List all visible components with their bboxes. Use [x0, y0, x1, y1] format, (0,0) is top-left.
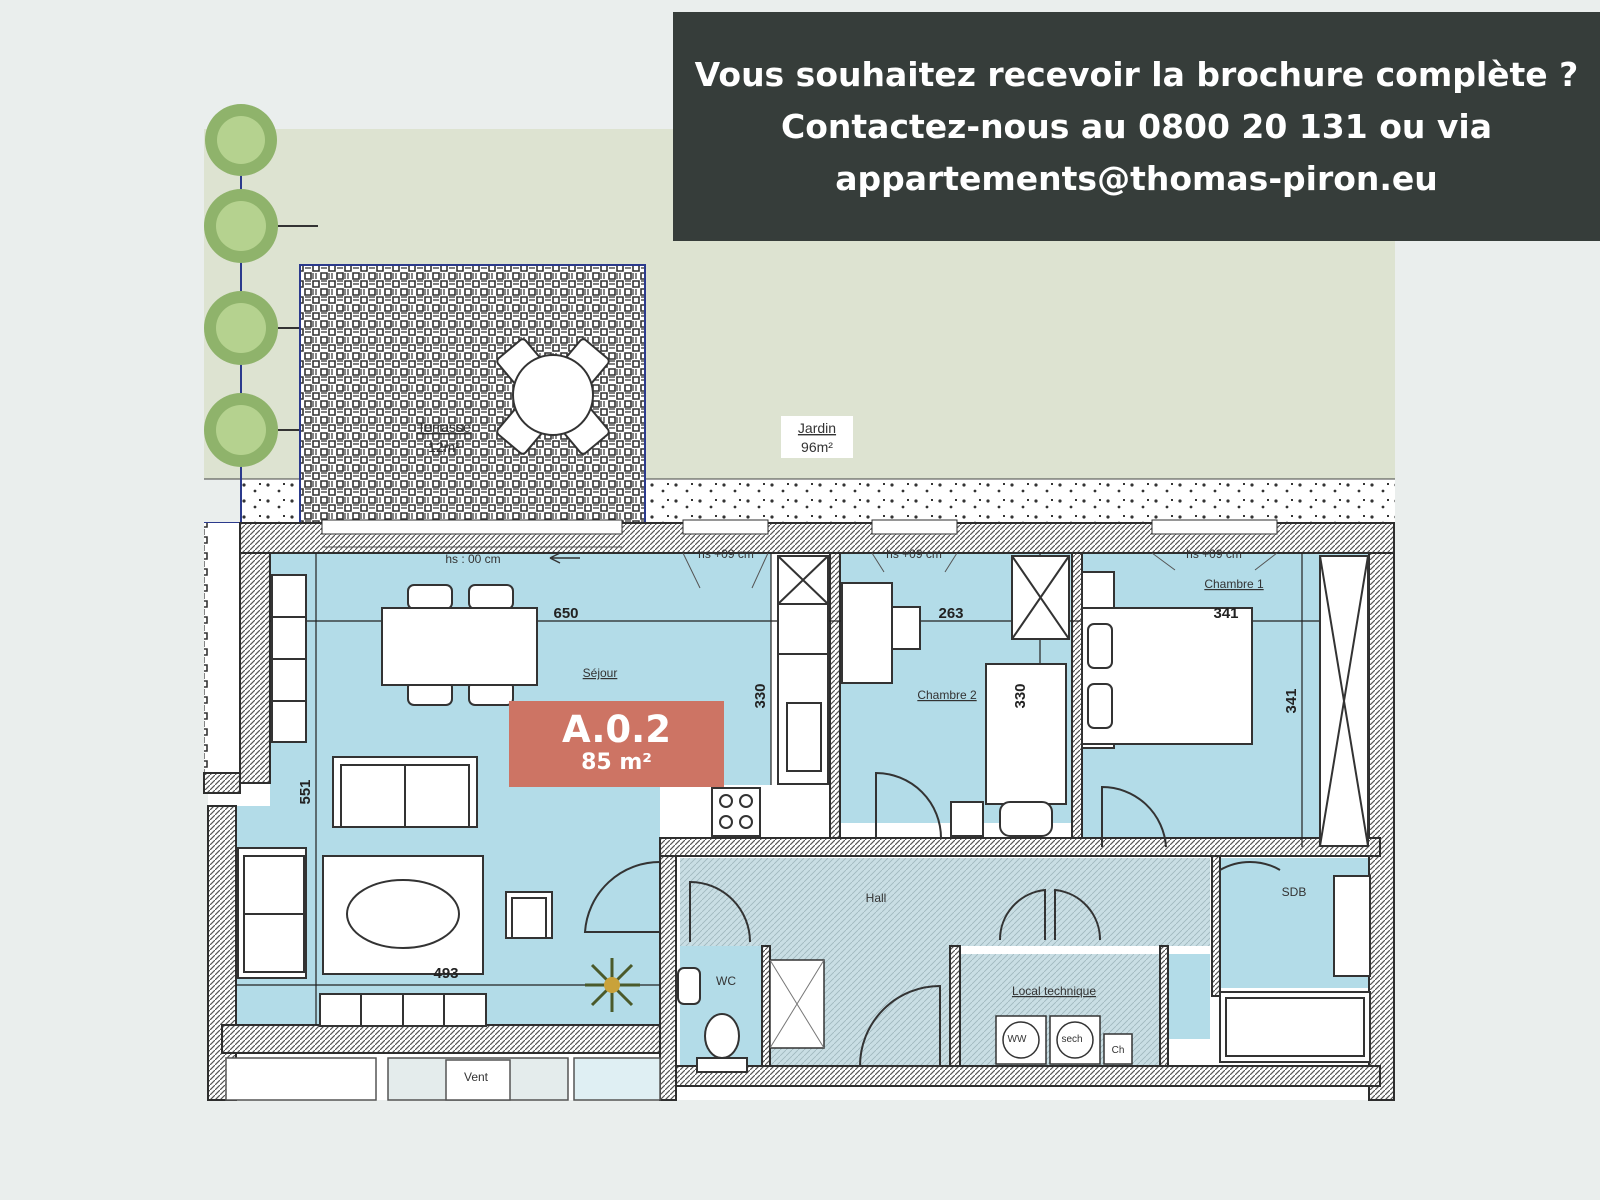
terrace-table	[496, 338, 610, 455]
jardin-label: Jardin	[798, 420, 836, 436]
unit-area: 85 m²	[581, 750, 652, 775]
bathroom-fixtures	[1219, 875, 1371, 1063]
bathroom-door	[1219, 860, 1281, 930]
bedroom-2-door	[875, 771, 942, 839]
wc-door	[689, 880, 751, 943]
kitchen-units	[711, 555, 829, 837]
sech-label: sech	[1061, 1034, 1082, 1045]
hedge-trees	[204, 104, 318, 467]
dim-330-a: 330	[752, 683, 769, 708]
local-technique-label: Local technique	[1012, 984, 1096, 998]
dim-341-top: 341	[1213, 605, 1238, 622]
banner-line-1: Vous souhaitez recevoir la brochure comp…	[694, 54, 1579, 94]
dim-650: 650	[553, 605, 578, 622]
dim-551: 551	[297, 779, 314, 804]
banner-line-3: appartements@thomas-piron.eu	[835, 158, 1438, 198]
window-note-3: hs +09 cm	[886, 547, 942, 561]
storage-door	[859, 984, 941, 1067]
terrace-paving	[299, 264, 646, 524]
bedroom-1-furniture	[1081, 555, 1369, 847]
wc-label: WC	[716, 974, 736, 988]
unit-badge: A.0.2 85 m²	[509, 701, 724, 787]
bedroom-2-furniture	[841, 555, 1070, 837]
terrasse-label: Terrasse	[417, 419, 471, 435]
bedroom-1-door	[1101, 785, 1167, 848]
ww-label: WW	[1008, 1034, 1027, 1045]
sejour-label: Séjour	[583, 666, 618, 680]
vent-label: Vent	[464, 1070, 489, 1084]
tv-bench	[319, 993, 487, 1027]
terrasse-area: 12m²	[428, 439, 460, 455]
jardin-label-bg	[781, 416, 853, 458]
sofa	[237, 756, 478, 979]
adjacent-rooms	[225, 1057, 661, 1101]
technical-appliances	[995, 1015, 1133, 1065]
dim-493: 493	[433, 965, 458, 982]
plant-pot	[604, 977, 620, 993]
dining-table	[381, 584, 538, 706]
window-note-4: hs +09 cm	[1186, 547, 1242, 561]
contact-banner: Vous souhaitez recevoir la brochure comp…	[673, 12, 1600, 241]
dim-263: 263	[938, 605, 963, 622]
window-note-2: hs +09 cm	[698, 547, 754, 561]
dim-330-b: 330	[1012, 683, 1029, 708]
banner-line-2: Contactez-nous au 0800 20 131 ou via	[781, 106, 1492, 146]
ch-label: Ch	[1112, 1045, 1125, 1056]
coffee-table	[346, 879, 460, 949]
closet-doors	[998, 888, 1102, 941]
dim-341-side: 341	[1283, 688, 1300, 713]
hall-label: Hall	[866, 891, 887, 905]
chambre2-label: Chambre 2	[917, 688, 977, 702]
chambre1-label: Chambre 1	[1204, 577, 1264, 591]
sdb-label: SDB	[1282, 885, 1307, 899]
windows	[321, 519, 1278, 535]
window-note-1: hs : 00 cm	[445, 552, 500, 566]
wc-fixtures	[677, 967, 748, 1073]
jardin-area: 96m²	[801, 439, 833, 455]
unit-name: A.0.2	[562, 708, 671, 751]
wall-cabinets	[271, 574, 307, 743]
entry-door	[583, 860, 661, 933]
hall	[680, 858, 1210, 946]
